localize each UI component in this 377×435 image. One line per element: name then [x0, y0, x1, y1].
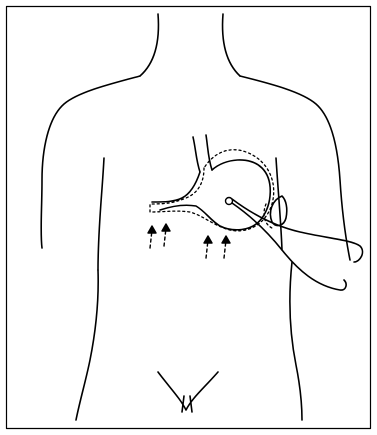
torso-right-outline	[290, 262, 302, 420]
stomach-lesser-curvature	[152, 172, 200, 202]
right-shoulder-arm-outline	[240, 76, 350, 260]
neck-left-outline	[140, 14, 158, 76]
left-shoulder-arm-outline	[41, 76, 140, 248]
groin-outline	[158, 372, 218, 410]
dashed-arrow	[204, 236, 212, 258]
left-inner-arm-line	[98, 158, 104, 270]
right-inner-arm-line	[276, 158, 282, 250]
neck-right-outline	[223, 14, 240, 76]
dashed-arrow	[162, 224, 170, 246]
drainage-tube-lower	[232, 203, 346, 290]
dashed-arrow	[148, 226, 156, 248]
esophagus-left-wall	[193, 137, 200, 172]
esophagus-right-wall	[206, 135, 212, 170]
dashed-arrows-group	[148, 224, 230, 258]
torso-left-outline	[76, 270, 98, 420]
dashed-arrow	[222, 236, 230, 258]
figure-frame	[7, 7, 371, 429]
